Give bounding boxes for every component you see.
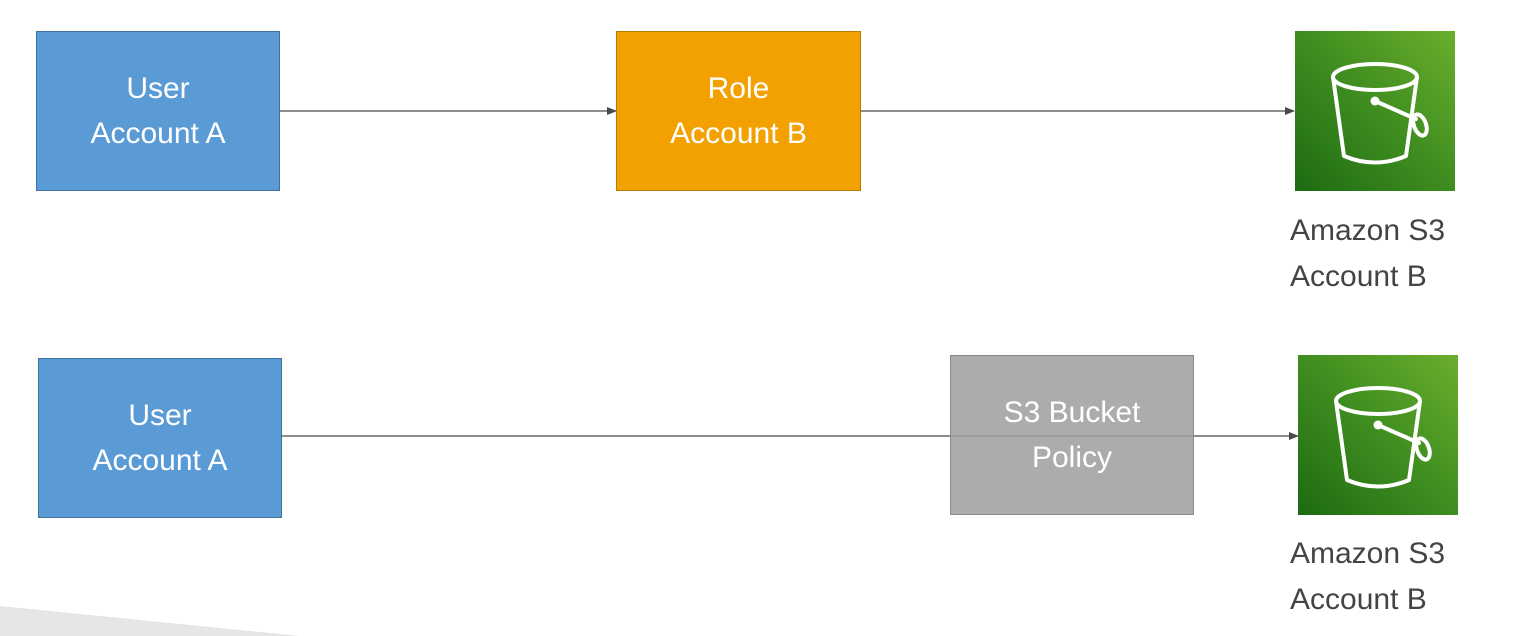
s3-service-name: Amazon S3 [1290,537,1446,570]
account-label: Account A [92,444,228,477]
role-account-b-box: Role Account B [616,31,861,191]
s3-caption-top: Amazon S3 Account B [1290,208,1445,300]
s3-bucket-icon [1298,355,1458,515]
policy-label-line2: Policy [1031,441,1113,474]
user-label: User [128,399,192,432]
user-account-a-box-bottom: User Account A [38,358,282,518]
s3-bucket-icon [1295,31,1455,191]
s3-caption-bottom: Amazon S3 Account B [1290,531,1445,623]
slide-footer-decoration [0,606,300,636]
s3-bucket-policy-box: S3 Bucket Policy [950,355,1194,515]
user-account-a-box-top: User Account A [36,31,280,191]
s3-service-name: Amazon S3 [1290,214,1446,247]
policy-label-line1: S3 Bucket [1003,396,1141,429]
s3-account-name: Account B [1290,583,1427,616]
account-label: Account B [670,117,807,150]
user-label: User [126,72,190,105]
account-label: Account A [90,117,226,150]
s3-account-name: Account B [1290,260,1427,293]
role-label: Role [707,72,770,105]
